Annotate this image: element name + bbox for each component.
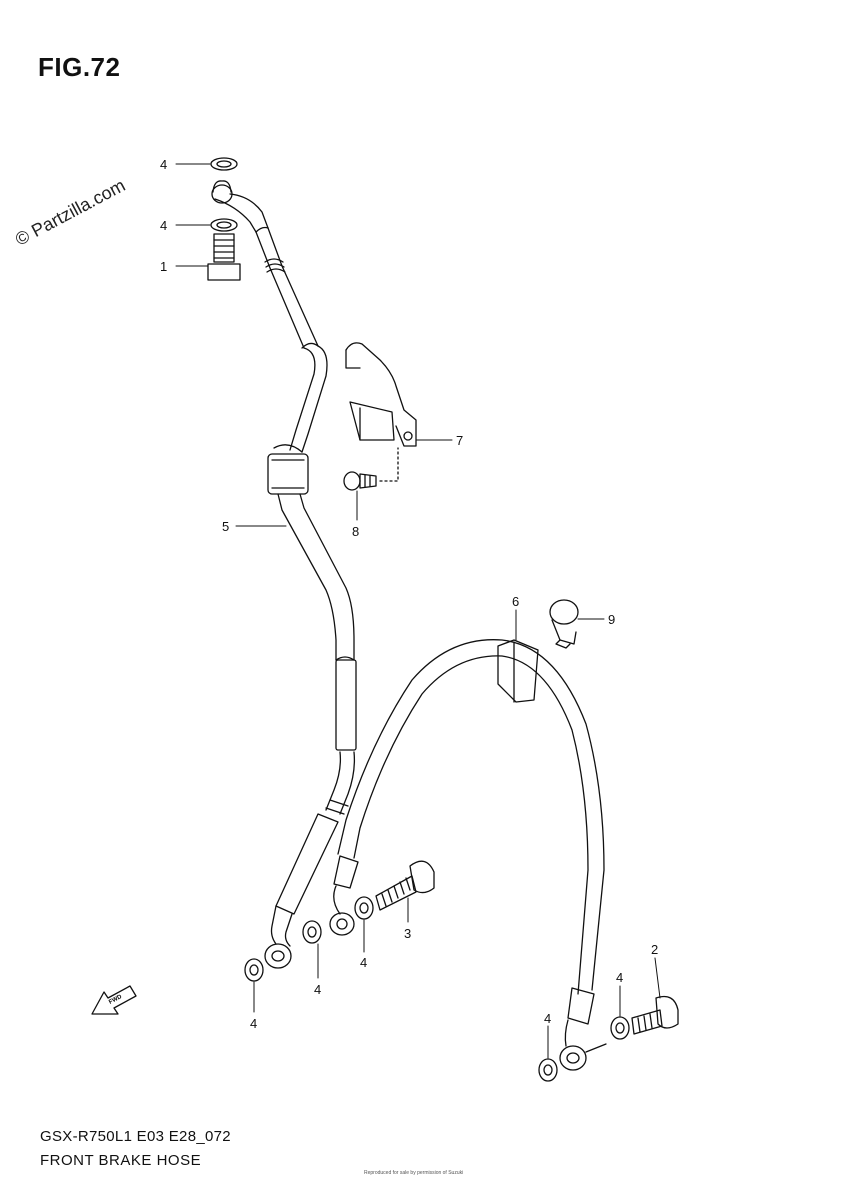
callout-4: 4 — [544, 1011, 551, 1026]
callout-4: 4 — [160, 157, 167, 172]
model-code: GSX-R750L1 E03 E28_072 — [40, 1128, 231, 1145]
callout-4: 4 — [314, 982, 321, 997]
callout-1: 1 — [160, 259, 167, 274]
diagram-description: FRONT BRAKE HOSE — [40, 1152, 202, 1169]
fine-print: Reproduced for sale by permission of Suz… — [364, 1170, 464, 1176]
callout-8: 8 — [352, 524, 359, 539]
callout-7: 7 — [456, 433, 463, 448]
callout-4: 4 — [360, 955, 367, 970]
lower-brake-hose — [329, 639, 607, 1071]
fwd-arrow-icon — [91, 985, 137, 1015]
lower-washers-and-bolts — [244, 860, 679, 1082]
callout-3: 3 — [404, 926, 411, 941]
callout-5: 5 — [222, 519, 229, 534]
callout-9: 9 — [608, 612, 615, 627]
figure-title: FIG.72 — [38, 52, 121, 82]
callout-4: 4 — [250, 1016, 257, 1031]
bracket-and-bolt — [343, 342, 417, 491]
hose-clip — [549, 599, 579, 649]
callout-6: 6 — [512, 594, 519, 609]
callout-4: 4 — [616, 970, 623, 985]
leader-lines — [175, 163, 661, 1059]
top-washers-and-bolt — [207, 157, 241, 281]
callout-2: 2 — [651, 942, 658, 957]
callout-4: 4 — [160, 218, 167, 233]
upper-brake-hose — [211, 180, 357, 969]
